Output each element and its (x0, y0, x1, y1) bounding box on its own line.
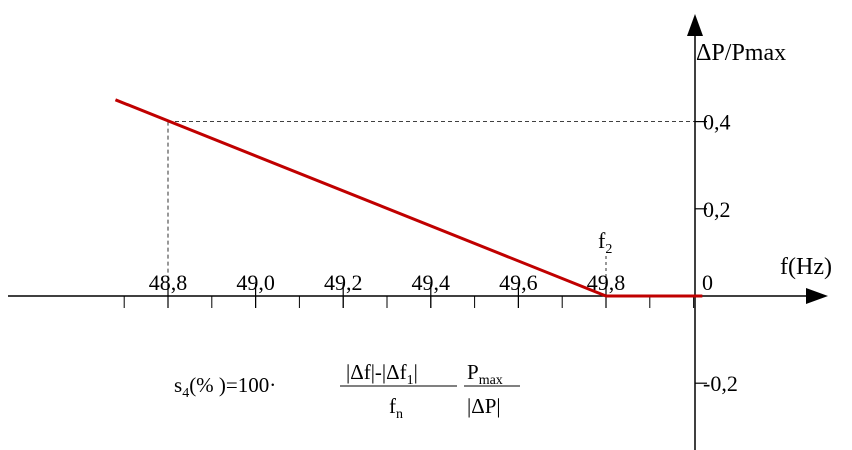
reference-lines (167, 121, 695, 296)
series-line (114, 98, 703, 298)
y-tick-label: 0,4 (703, 110, 731, 135)
y-tick-label: -0,2 (703, 371, 738, 396)
y-axis-title: ΔP/Pmax (696, 40, 786, 66)
x-axis-arrowhead (806, 288, 828, 304)
x-axis-title: f(Hz) (780, 254, 832, 280)
f2-annotation: f2 (598, 228, 612, 257)
series-group (114, 98, 703, 298)
x-zero-label: 0 (702, 270, 713, 295)
y-ticks: 0,4 0,2 -0,2 (695, 110, 738, 396)
fraction1-numerator: |Δf|-|Δf1| (346, 360, 418, 388)
x-tick-label: 49,2 (324, 270, 363, 295)
fraction2-numerator: Pmax (467, 360, 503, 388)
fraction2-denominator: |ΔP| (467, 394, 501, 418)
x-tick-label: 49,4 (412, 270, 451, 295)
fraction1-denominator: fn (389, 394, 403, 422)
x-tick-label: 49,6 (499, 270, 538, 295)
x-tick-label: 49,0 (236, 270, 275, 295)
y-tick-label: 0,2 (703, 197, 731, 222)
formula-lhs: s4(% )=100· (174, 373, 276, 401)
droop-formula: s4(% )=100· |Δf|-|Δf1| fn Pmax |ΔP| (174, 360, 520, 422)
y-axis-arrowhead (687, 14, 703, 36)
